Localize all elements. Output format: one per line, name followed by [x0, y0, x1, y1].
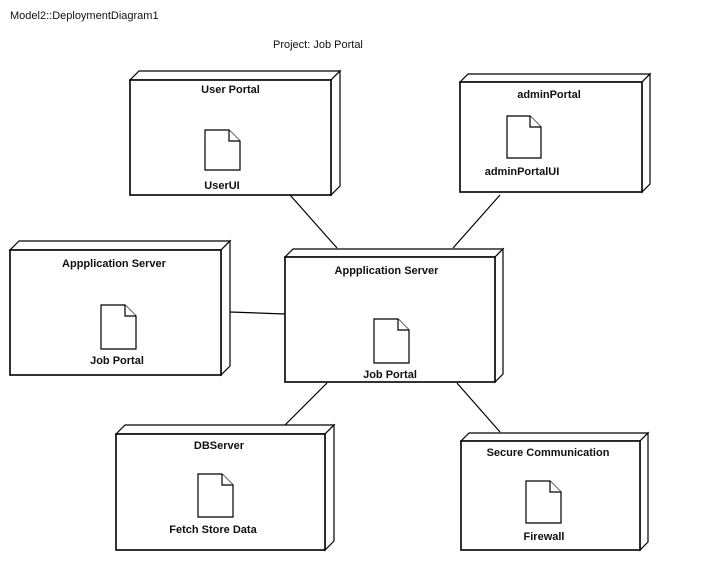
- node-title: DBServer: [194, 440, 245, 452]
- artifact-label: adminPortalUI: [485, 166, 560, 178]
- node-admin-portal[interactable]: adminPortal adminPortalUI: [458, 72, 652, 194]
- node-secure-communication[interactable]: Secure Communication Firewall: [459, 431, 650, 552]
- artifact-document-icon: [525, 480, 562, 524]
- connector-admin-portal: [452, 194, 501, 249]
- connector-left-server: [229, 311, 286, 315]
- node-title: Appplication Server: [62, 258, 167, 270]
- artifact-document-icon: [506, 115, 542, 159]
- node-title: Secure Communication: [487, 447, 610, 459]
- connector-secure-communication: [456, 382, 501, 433]
- connector-db-server: [284, 382, 328, 426]
- artifact-document-icon: [204, 129, 241, 171]
- artifact-label: Job Portal: [90, 355, 144, 367]
- artifact-label: Fetch Store Data: [169, 524, 257, 536]
- artifact-label: Firewall: [524, 531, 565, 543]
- connector-user-portal: [289, 194, 338, 249]
- artifact-document-icon: [100, 304, 137, 350]
- node-title: Appplication Server: [335, 265, 440, 277]
- node-db-server[interactable]: DBServer Fetch Store Data: [114, 423, 336, 552]
- artifact-label: UserUI: [204, 180, 239, 192]
- node-user-portal[interactable]: User Portal UserUI: [128, 69, 342, 197]
- node-title: User Portal: [201, 84, 260, 96]
- connectors: [229, 194, 501, 433]
- diagram-title: Model2::DeploymentDiagram1: [10, 10, 159, 22]
- project-label: Project: Job Portal: [273, 39, 363, 51]
- node-application-server-left[interactable]: Appplication Server Job Portal: [8, 239, 232, 377]
- artifact-label: Job Portal: [363, 369, 417, 381]
- artifact-document-icon: [197, 473, 234, 518]
- node-application-server-center[interactable]: Appplication Server Job Portal: [283, 247, 505, 384]
- node-title: adminPortal: [517, 89, 581, 101]
- artifact-document-icon: [373, 318, 410, 364]
